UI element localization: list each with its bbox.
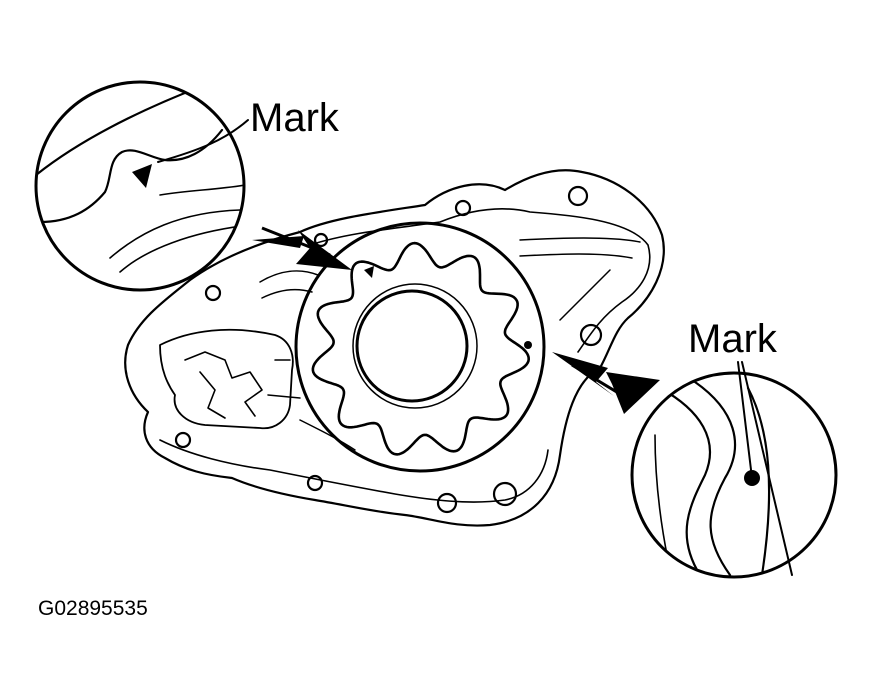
detail-right-edge-1 xyxy=(746,386,771,577)
detail-top-lobe xyxy=(38,128,224,224)
inner-rotor xyxy=(311,241,530,456)
detail-right-wave-2 xyxy=(693,380,737,577)
figure-code: G02895535 xyxy=(38,597,148,620)
detail-right-ring xyxy=(630,371,838,579)
detail-circle-top xyxy=(34,80,249,292)
bolt-hole xyxy=(567,185,589,207)
dot-mark xyxy=(524,341,532,349)
arrow-top-tail xyxy=(252,236,304,248)
rotor-bore xyxy=(355,289,469,403)
outer-rotor xyxy=(294,221,546,473)
bolt-hole xyxy=(204,284,222,302)
bolt-hole xyxy=(436,492,458,514)
left-passage-inner xyxy=(184,351,263,419)
bolt-hole xyxy=(492,481,518,507)
housing-ridge-right xyxy=(519,237,641,321)
bolt-hole xyxy=(579,323,603,347)
mark-label-right: Mark xyxy=(688,317,778,361)
bolt-hole xyxy=(174,431,192,449)
detail-top-triangle xyxy=(132,164,152,188)
left-channel xyxy=(259,270,356,451)
rotor-bore-inner xyxy=(352,283,478,409)
leader-right xyxy=(737,361,793,576)
triangle-mark xyxy=(364,266,374,278)
pump-body xyxy=(124,169,665,527)
bolt-hole xyxy=(306,474,324,492)
detail-right-wave-1 xyxy=(658,386,711,577)
mark-label-top: Mark xyxy=(250,96,340,140)
housing-inner-outline xyxy=(309,208,651,353)
arrow-top-head xyxy=(296,230,352,270)
detail-top-ring xyxy=(34,80,246,292)
bolt-hole xyxy=(313,232,329,248)
detail-top-inner-curve xyxy=(109,184,244,273)
detail-top-rotor-edge xyxy=(36,83,207,177)
housing-outline xyxy=(124,169,665,527)
detail-circle-right xyxy=(630,361,838,579)
arrows xyxy=(252,226,660,414)
bolt-hole xyxy=(454,199,472,217)
gear-assembly xyxy=(294,221,546,473)
left-passage xyxy=(159,328,294,430)
leader-top xyxy=(157,119,249,163)
detail-right-edge-2 xyxy=(654,434,669,561)
arrow-right-head xyxy=(552,352,614,396)
arrow-right-tail xyxy=(606,372,660,414)
